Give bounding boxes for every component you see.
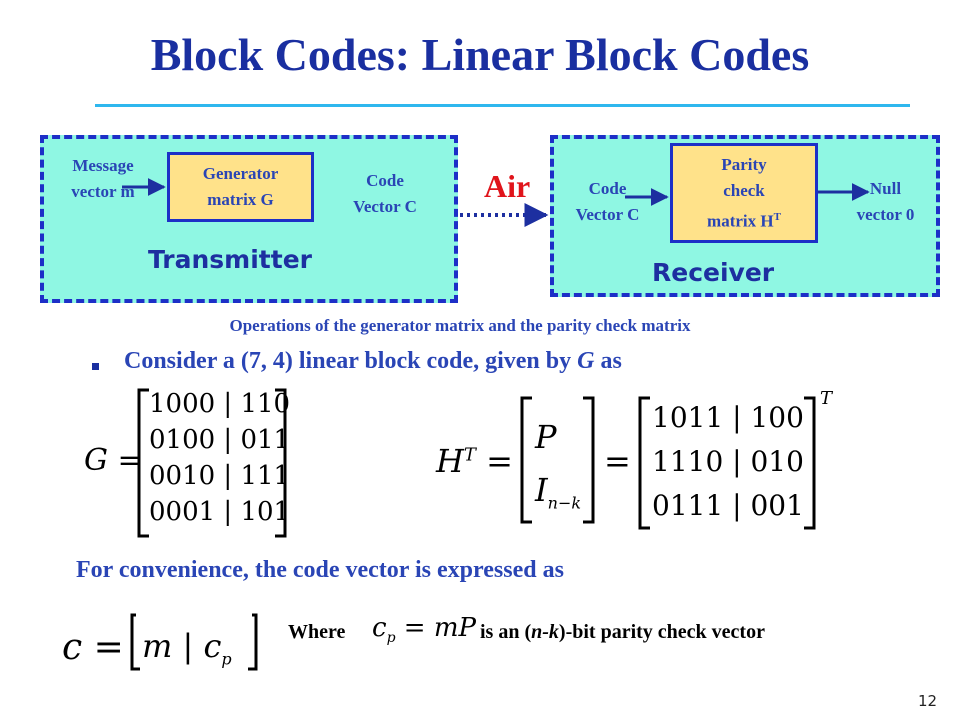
page-number: 12 [918,692,938,710]
code-vector-label-rx: Code Vector C [575,179,640,224]
p-block: P [535,418,557,456]
channel-label: Air [484,168,531,204]
ht-matrix-label: HT = [436,442,513,480]
code-vector-body: m | cp [142,627,232,669]
code-vector-brackets [130,613,258,671]
code-vector-lhs: c = [62,627,124,668]
ht-matrix-row: 1011 | 100 [652,401,804,434]
bullet-text: Consider a (7, 4) linear block code, giv… [124,348,622,374]
identity-block: In−k [535,471,582,513]
ht-matrix-row: 0111 | 001 [652,489,804,522]
bullet-marker [92,363,99,370]
ht-transpose-sup: T [820,388,833,409]
title-underline [95,104,910,107]
where-label: Where [288,621,346,643]
g-matrix-row: 0001 | 101 [149,497,291,527]
transmitter-label: Transmitter [148,245,312,274]
ht-matrix: 1011 | 100 1110 | 010 0111 | 001 [652,396,804,528]
equals-sign: = [604,442,631,480]
g-matrix: 1000 | 110 0100 | 011 0010 | 111 0001 | … [149,386,290,530]
diagram-caption: Operations of the generator matrix and t… [229,316,691,335]
message-vector-label: Message vector m [71,156,135,201]
code-vector-label-tx: Code Vector C [353,171,417,216]
ht-matrix-brackets [638,396,816,530]
parity-equation: cp = mP [372,613,476,647]
g-matrix-label: G = [84,443,143,478]
convenience-text: For convenience, the code vector is expr… [76,557,564,583]
page-title: Block Codes: Linear Block Codes [150,29,810,80]
generator-matrix-block: Generator matrix G [167,152,314,222]
g-matrix-row: 0100 | 011 [149,425,291,455]
ht-matrix-row: 1110 | 010 [652,445,804,478]
receiver-label: Receiver [652,258,775,287]
null-vector-label: Null vector 0 [856,179,915,224]
parity-check-matrix-block: Parity check matrix HT [670,143,818,243]
g-matrix-row: 0010 | 111 [149,461,291,491]
parity-description: is an (n-k)-bit parity check vector [480,621,765,643]
g-matrix-row: 1000 | 110 [149,389,291,419]
g-matrix-brackets [137,388,287,538]
p-i-block-brackets [520,396,595,524]
